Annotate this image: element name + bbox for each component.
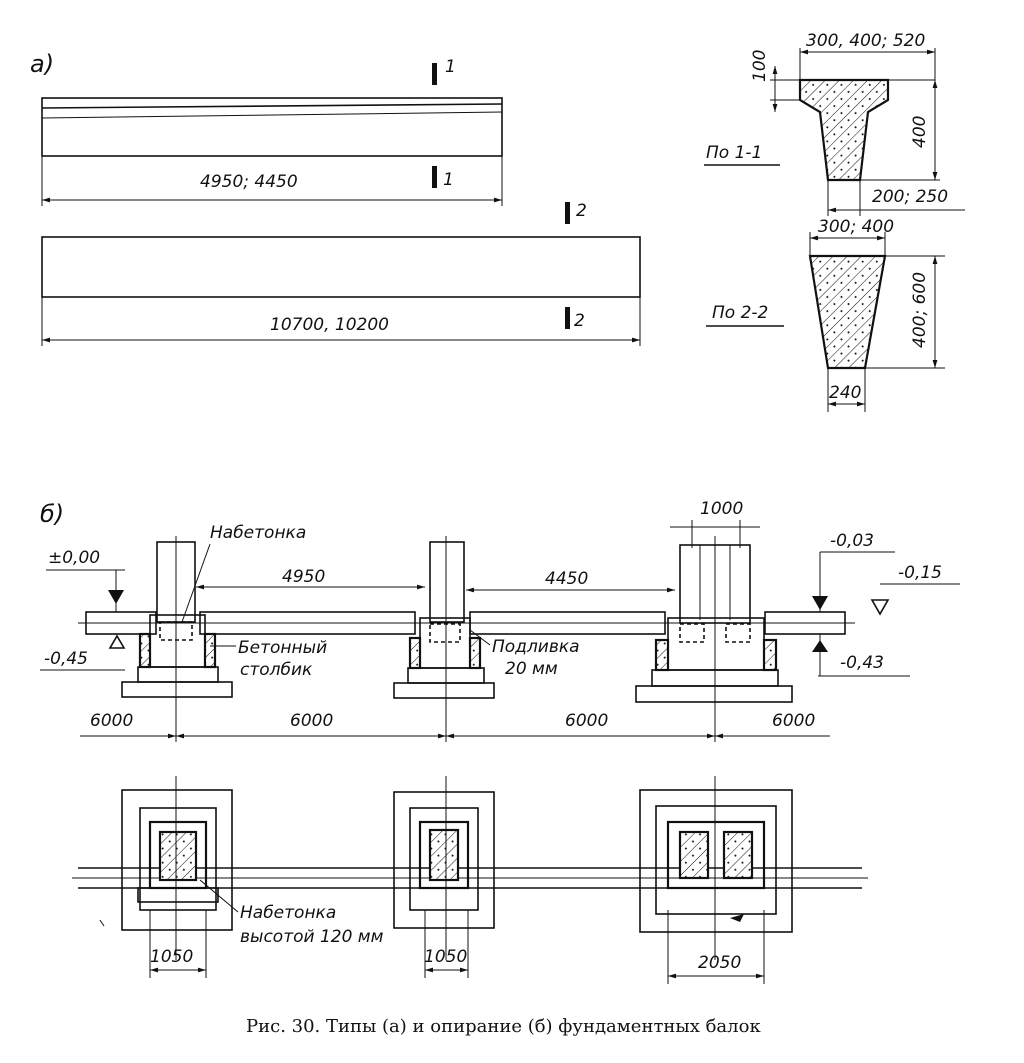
plan-width-1: 1050: [150, 947, 193, 967]
section-1-label: По 1-1: [706, 143, 762, 163]
section-2-bottom-num: 2: [574, 311, 585, 331]
nabetonka-label: Набетонка: [210, 523, 306, 543]
section-1-1: По 1-1 300, 400; 520 100 400 200; 250: [704, 31, 965, 216]
s2-top-width: 300; 400: [818, 217, 894, 237]
axis-spacing-1: 6000: [290, 711, 333, 731]
beam-2-elevation: 10700, 10200 2 2: [41, 201, 641, 346]
podlivka-label-1: Подливка: [492, 637, 580, 657]
level-minus-015: -0,15: [898, 563, 942, 583]
s1-flange: 100: [750, 50, 770, 82]
span-4950: 4950: [282, 567, 325, 587]
betonny-label-1: Бетонный: [238, 638, 327, 658]
s2-height: 400; 600: [910, 272, 930, 348]
span-4450: 4450: [545, 569, 588, 589]
s1-height: 400: [910, 116, 930, 148]
width-1000: 1000: [700, 499, 743, 519]
support-plan: 1050 1050 2050 Набетонка высотой 120 мм: [72, 776, 868, 984]
support-elevation: 4950 4450 1000 Набетонка ±0,00 -0,45 -0,…: [40, 499, 960, 742]
level-minus-003: -0,03: [830, 531, 874, 551]
section-1-top-num: 1: [445, 57, 456, 77]
part-b-marker: б): [40, 500, 64, 528]
figure-caption: Рис. 30. Типы (а) и опирание (б) фундаме…: [246, 1016, 761, 1037]
axis-spacing-0: 6000: [90, 711, 133, 731]
beam-1-elevation: 4950; 4450 1 1: [41, 57, 503, 206]
axis-spacing-2: 6000: [565, 711, 608, 731]
s1-top-width: 300, 400; 520: [806, 31, 925, 51]
section-1-bottom-num: 1: [443, 170, 454, 190]
part-a-marker: а): [30, 50, 54, 78]
podlivka-label-2: 20 мм: [505, 659, 558, 679]
level-minus-043: -0,43: [840, 653, 884, 673]
section-2-label: По 2-2: [712, 303, 768, 323]
betonny-label-2: столбик: [240, 660, 313, 680]
section-2-top-num: 2: [576, 201, 587, 221]
section-2-2: По 2-2 300; 400 400; 600 240: [706, 217, 945, 412]
nabetonka-plan-label-2: высотой 120 мм: [240, 927, 384, 947]
level-minus-045: -0,45: [44, 649, 88, 669]
beam-2-length: 10700, 10200: [270, 315, 389, 335]
level-zero: ±0,00: [48, 548, 100, 568]
axis-spacing-3: 6000: [772, 711, 815, 731]
beam-1-length: 4950; 4450: [200, 172, 298, 192]
plan-width-2: 1050: [424, 947, 467, 967]
s2-bottom: 240: [829, 383, 861, 403]
nabetonka-plan-label-1: Набетонка: [240, 903, 336, 923]
plan-width-3: 2050: [698, 953, 741, 973]
s1-bottom: 200; 250: [872, 187, 948, 207]
